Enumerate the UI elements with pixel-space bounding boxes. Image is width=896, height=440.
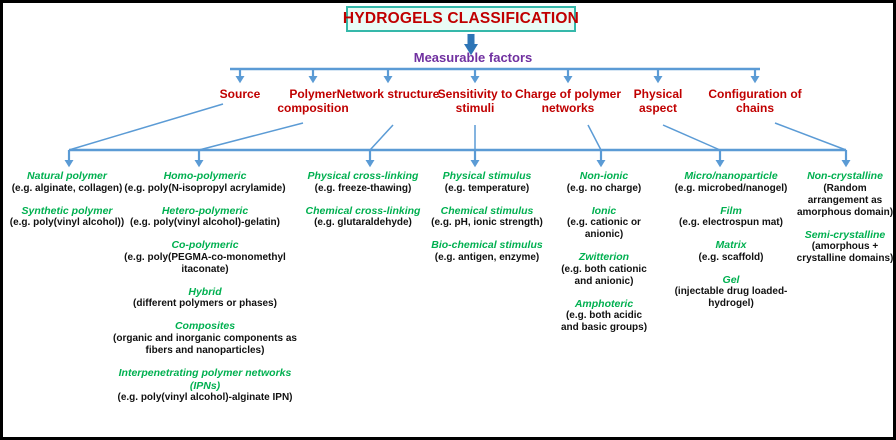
- item-name: Hybrid: [188, 285, 222, 298]
- item-name: Interpenetrating polymer networks (IPNs): [118, 366, 292, 392]
- list-item: Hetero-polymeric(e.g. poly(vinyl alcohol…: [113, 205, 297, 230]
- item-example: (e.g. glutaraldehyde): [314, 217, 412, 229]
- item-name: Semi-crystalline: [804, 228, 886, 241]
- item-example: (e.g. electrospun mat): [679, 217, 783, 229]
- list-item: Natural polymer(e.g. alginate, collagen): [5, 170, 129, 195]
- item-example: (organic and inorganic components as fib…: [113, 332, 297, 356]
- item-example: (e.g. poly(vinyl alcohol)-gelatin): [129, 217, 280, 229]
- list-item: Film(e.g. electrospun mat): [668, 205, 794, 230]
- item-example: (e.g. temperature): [444, 182, 530, 194]
- item-example: (e.g. antigen, enzyme): [434, 251, 540, 263]
- item-example: (e.g. freeze-thawing): [314, 182, 412, 194]
- item-example: (Random arrangement as amorphous domain): [796, 182, 894, 218]
- category-configuration-of-chains: Configuration of chains: [708, 87, 802, 116]
- item-example: (amorphous + crystalline domains): [796, 241, 894, 265]
- item-name: Physical stimulus: [442, 170, 532, 182]
- branch-column-configuration-of-chains: Non-crystalline(Random arrangement as am…: [794, 170, 894, 275]
- item-example: (e.g. poly(vinyl alcohol)): [9, 217, 125, 229]
- list-item: Synthetic polymer(e.g. poly(vinyl alcoho…: [5, 205, 129, 230]
- branch-column-charge-of-polymer-networks: Non-ionic(e.g. no charge) Ionic(e.g. cati…: [556, 170, 652, 344]
- list-item: Non-ionic(e.g. no charge): [556, 170, 652, 195]
- item-name: Non-ionic: [579, 170, 629, 182]
- list-item: Semi-crystalline(amorphous + crystalline…: [794, 228, 894, 266]
- item-name: Gel: [722, 273, 740, 286]
- list-item: Micro/nanoparticle(e.g. microbed/nanogel…: [668, 170, 794, 195]
- item-name: Micro/nanoparticle: [684, 170, 778, 182]
- list-item: Chemical cross-linking(e.g. glutaraldehy…: [291, 205, 435, 230]
- item-name: Physical cross-linking: [307, 170, 419, 182]
- list-item: Ionic(e.g. cationic or anionic): [556, 205, 652, 242]
- item-example: (e.g. poly(N-isopropyl acrylamide): [124, 182, 286, 194]
- item-name: Amphoteric: [574, 297, 634, 310]
- category-physical-aspect: Physical aspect: [633, 87, 683, 116]
- category-source: Source: [219, 87, 261, 101]
- item-example: (injectable drug loaded-hydrogel): [674, 286, 788, 310]
- item-name: Non-crystalline: [807, 170, 883, 182]
- item-name: Chemical stimulus: [440, 204, 534, 217]
- list-item: Chemical stimulus(e.g. pH, ionic strengt…: [423, 205, 551, 230]
- list-item: Zwitterion(e.g. both cationic and anioni…: [556, 251, 652, 288]
- connector-lines: [64, 34, 851, 168]
- branch-column-network-structure: Physical cross-linking(e.g. freeze-thawi…: [291, 170, 435, 239]
- item-name: Hetero-polymeric: [161, 204, 249, 217]
- item-name: Bio-chemical stimulus: [431, 239, 543, 252]
- page-title: HYDROGELS CLASSIFICATION: [342, 10, 580, 27]
- item-name: Homo-polymeric: [163, 170, 247, 182]
- list-item: Co-polymeric(e.g. poly(PEGMA-co-monometh…: [113, 239, 297, 276]
- item-example: (e.g. poly(vinyl alcohol)-alginate IPN): [117, 392, 293, 404]
- list-item: Gel(injectable drug loaded-hydrogel): [668, 274, 794, 311]
- category-sensitivity-to-stimuli: Sensitivity to stimuli: [437, 87, 513, 116]
- item-name: Synthetic polymer: [21, 204, 113, 217]
- item-example: (e.g. scaffold): [698, 251, 764, 263]
- item-name: Composites: [174, 320, 236, 333]
- branch-column-source: Natural polymer(e.g. alginate, collagen)…: [5, 170, 129, 239]
- category-charge-of-polymer-networks: Charge of polymer networks: [514, 87, 622, 116]
- item-name: Matrix: [715, 239, 747, 252]
- item-name: Co-polymeric: [171, 239, 239, 252]
- list-item: Physical stimulus(e.g. temperature): [423, 170, 551, 195]
- item-example: (e.g. poly(PEGMA-co-monomethyl itaconate…: [124, 251, 286, 275]
- list-item: Non-crystalline(Random arrangement as am…: [794, 170, 894, 219]
- item-name: Ionic: [591, 204, 617, 217]
- list-item: Matrix(e.g. scaffold): [668, 239, 794, 264]
- item-example: (e.g. pH, ionic strength): [431, 217, 543, 229]
- list-item: Hybrid(different polymers or phases): [113, 286, 297, 311]
- list-item: Interpenetrating polymer networks (IPNs)…: [113, 367, 297, 404]
- branch-column-sensitivity-to-stimuli: Physical stimulus(e.g. temperature) Chemi…: [423, 170, 551, 274]
- item-example: (e.g. no charge): [566, 182, 642, 194]
- item-example: (e.g. cationic or anionic): [567, 217, 641, 241]
- list-item: Homo-polymeric(e.g. poly(N-isopropyl acr…: [113, 170, 297, 195]
- item-example: (e.g. both cationic and anionic): [561, 263, 647, 287]
- list-item: Amphoteric(e.g. both acidic and basic gr…: [556, 298, 652, 335]
- branch-column-physical-aspect: Micro/nanoparticle(e.g. microbed/nanogel…: [668, 170, 794, 320]
- list-item: Bio-chemical stimulus(e.g. antigen, enzy…: [423, 239, 551, 264]
- category-network-structure: Network structure: [336, 87, 440, 101]
- list-item: Physical cross-linking(e.g. freeze-thawi…: [291, 170, 435, 195]
- category-polymer-composition: Polymer composition: [277, 87, 349, 116]
- item-example: (e.g. alginate, collagen): [11, 182, 123, 194]
- item-name: Chemical cross-linking: [305, 204, 421, 217]
- list-item: Composites(organic and inorganic compone…: [113, 320, 297, 357]
- measurable-factors-label: Measurable factors: [413, 50, 533, 65]
- item-example: (e.g. microbed/nanogel): [674, 182, 788, 194]
- item-example: (different polymers or phases): [133, 298, 277, 310]
- item-name: Natural polymer: [27, 170, 107, 182]
- item-name: Zwitterion: [578, 251, 630, 264]
- item-example: (e.g. both acidic and basic groups): [560, 310, 648, 334]
- branch-column-polymer-composition: Homo-polymeric(e.g. poly(N-isopropyl acr…: [113, 170, 297, 414]
- title-box: HYDROGELS CLASSIFICATION: [342, 6, 580, 32]
- item-name: Film: [720, 204, 742, 217]
